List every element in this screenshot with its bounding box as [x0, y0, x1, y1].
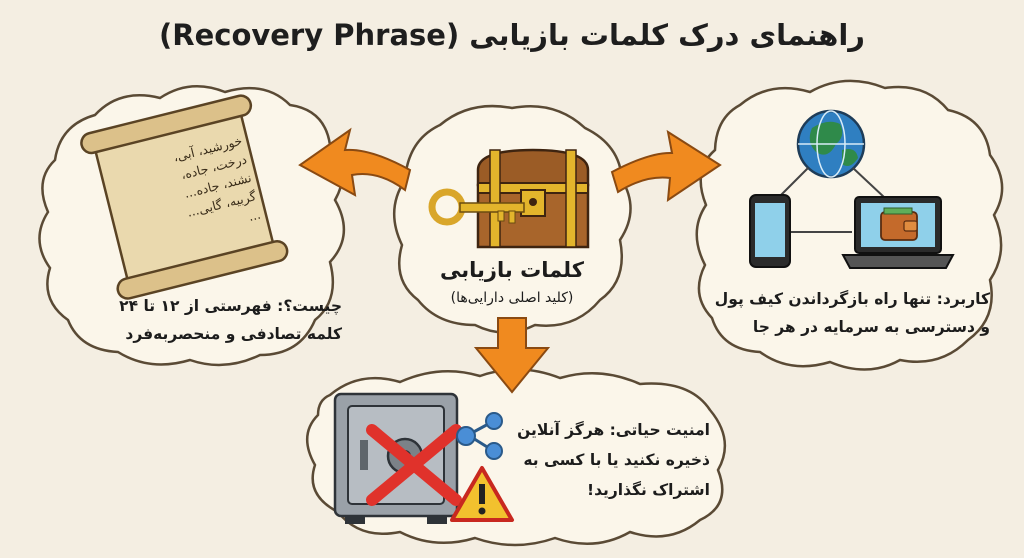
center-label: کلمات بازیابی — [440, 258, 584, 282]
cross-icon — [366, 424, 462, 506]
left-line: کلمه تصادفی و منحصربه‌فرد — [125, 325, 342, 343]
key-icon — [428, 188, 525, 226]
bottom-description: امنیت حیاتی: هرگز آنلاین ذخیره نکنید یا … — [480, 415, 710, 505]
right-cloud — [695, 79, 1004, 371]
arrow-down — [473, 317, 551, 394]
warning-icon — [450, 466, 514, 522]
page-title: راهنمای درک کلمات بازیابی (Recovery Phra… — [158, 18, 865, 52]
bottom-line: امنیت حیاتی: هرگز آنلاین — [517, 421, 710, 439]
left-description: چیست؟: فهرستی از ۱۲ تا ۲۴ کلمه تصادفی و … — [70, 292, 342, 348]
globe-icon — [796, 109, 866, 179]
right-description: کاربرد: تنها راه بازگرداندن کیف پول و دس… — [700, 285, 990, 341]
arrow-right — [610, 129, 722, 203]
left-line: چیست؟: فهرستی از ۱۲ تا ۲۴ — [119, 297, 342, 315]
treasure-chest-icon — [476, 148, 590, 249]
bottom-line: ذخیره نکنید یا با کسی به — [523, 451, 710, 469]
phone-icon — [749, 194, 791, 268]
share-icon — [456, 412, 503, 460]
arrow-left — [298, 127, 412, 197]
scroll-icon — [80, 94, 289, 300]
right-line: و دسترسی به سرمایه در هر جا — [752, 318, 990, 336]
safe-icon — [333, 392, 459, 524]
network-lines — [777, 167, 886, 233]
center-sublabel: (کلید اصلی دارایی‌ها) — [450, 290, 574, 306]
right-line: کاربرد: تنها راه بازگرداندن کیف پول — [714, 290, 990, 308]
wallet-icon — [880, 207, 918, 241]
bottom-line: اشتراک نگذارید! — [587, 481, 710, 499]
